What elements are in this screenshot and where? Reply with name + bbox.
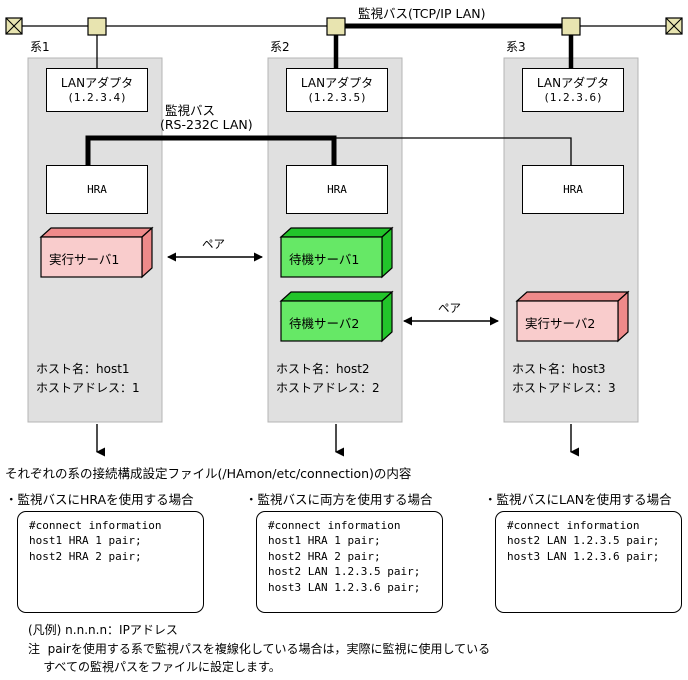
bus-node-3 — [561, 17, 581, 36]
hra-2: HRA — [286, 165, 388, 214]
config-heading-3: ・監視バスにLANを使用する場合 — [484, 492, 672, 507]
top-bus-label: 監視バス(TCP/IP LAN) — [358, 6, 486, 21]
legend-text: (凡例) n.n.n.n：IPアドレス — [28, 623, 178, 637]
hostaddress-1: ホストアドレス：1 — [36, 381, 140, 395]
server-box-active-1 — [39, 226, 154, 279]
hostaddress-2: ホストアドレス：2 — [276, 381, 380, 395]
note-line-2: すべての監視パスをファイルに設定します。 — [28, 660, 281, 674]
pair-label-2: ペア — [438, 301, 461, 315]
bus-terminator-left — [5, 17, 23, 35]
lan-adapter-2-address: (1.2.3.5) — [307, 90, 367, 104]
hostname-1: ホスト名：host1 — [36, 362, 130, 376]
server-box-active-2 — [515, 290, 630, 343]
hostaddress-3: ホストアドレス：3 — [512, 381, 616, 395]
config-box-3 — [495, 511, 682, 613]
hra-link-2-3 — [334, 137, 572, 165]
rs232-bus — [85, 135, 337, 165]
hostname-3: ホスト名：host3 — [512, 362, 606, 376]
server-box-standby-1 — [279, 226, 394, 279]
config-content-1: #connect information host1 HRA 1 pair; h… — [29, 519, 162, 563]
config-heading-2: ・監視バスに両方を使用する場合 — [245, 492, 433, 507]
bus-terminator-right — [665, 17, 683, 35]
config-box-1 — [17, 511, 204, 613]
config-caption: それぞれの系の接続構成設定ファイル(/HAmon/etc/connection)… — [5, 466, 412, 481]
system-label-2: 系2 — [270, 40, 290, 54]
rs232-bus-label-line1: 監視バス — [165, 103, 216, 118]
config-content-2: #connect information host1 HRA 1 pair; h… — [268, 519, 421, 594]
hostname-2: ホスト名：host2 — [276, 362, 370, 376]
lan-adapter-3-address: (1.2.3.6) — [543, 90, 603, 104]
hra-1-label: HRA — [87, 183, 107, 196]
lan-adapter-1-address: (1.2.3.4) — [67, 90, 127, 104]
lan-adapter-3: LANアダプタ (1.2.3.6) — [522, 68, 624, 112]
system-label-1: 系1 — [30, 40, 50, 54]
hra-2-label: HRA — [327, 183, 347, 196]
server-label-standby-1: 待機サーバ1 — [289, 252, 360, 267]
lan-adapter-2: LANアダプタ (1.2.3.5) — [286, 68, 388, 112]
server-label-active-2: 実行サーバ2 — [525, 316, 596, 331]
server-label-active-1: 実行サーバ1 — [49, 252, 120, 267]
bus-node-1 — [87, 17, 107, 36]
pair-label-1: ペア — [202, 237, 225, 251]
hra-1: HRA — [46, 165, 148, 214]
system-label-3: 系3 — [506, 40, 526, 54]
hra-3: HRA — [522, 165, 624, 214]
config-box-2 — [256, 511, 443, 613]
config-heading-1: ・監視バスにHRAを使用する場合 — [5, 492, 194, 507]
note-line-1: 注 pairを使用する系で監視パスを複線化している場合は，実際に監視に使用してい… — [28, 642, 491, 656]
lan-adapter-1: LANアダプタ (1.2.3.4) — [46, 68, 148, 112]
lan-adapter-1-name: LANアダプタ — [60, 75, 134, 90]
config-content-3: #connect information host2 LAN 1.2.3.5 p… — [507, 519, 660, 563]
server-box-standby-2 — [279, 290, 394, 343]
lan-adapter-3-name: LANアダプタ — [536, 75, 610, 90]
bus-node-2 — [326, 17, 346, 36]
server-label-standby-2: 待機サーバ2 — [289, 316, 360, 331]
rs232-bus-label-line2: (RS-232C LAN) — [160, 117, 253, 132]
lan-adapter-2-name: LANアダプタ — [300, 75, 374, 90]
hra-3-label: HRA — [563, 183, 583, 196]
